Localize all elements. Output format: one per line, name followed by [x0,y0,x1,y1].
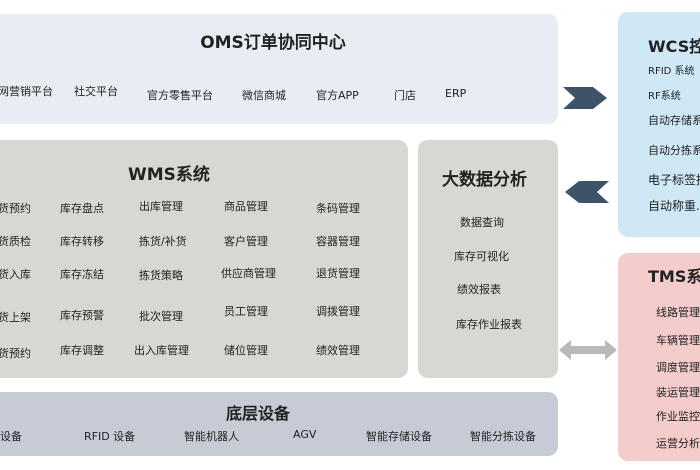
wms-item: 客户管理 [224,235,268,248]
base-item: 智能存储设备 [366,430,432,443]
oms-to-wcs-arrow-icon [563,87,607,109]
wms-item: 库存转移 [60,235,104,248]
tms-item: 运营分析 [656,437,700,450]
wms-item: 调拨管理 [316,305,360,318]
wms-item: 货上架 [0,311,31,324]
wcs-item: 自动存储系 [648,114,700,127]
wms-item: 批次管理 [139,310,183,323]
wcs-item: 电子标签拣 [648,173,700,187]
base-title: 底层设备 [225,404,290,423]
oms-item: 官方APP [316,89,359,102]
base-item: 设备 [0,430,22,443]
bigdata-item: 库存可视化 [454,250,509,263]
oms-item: 社交平台 [74,85,118,98]
bidirectional-arrow-icon [559,340,617,360]
bigdata-item: 数据查询 [460,216,504,229]
base-item: 智能分拣设备 [470,430,536,443]
wcs-panel: WCS控 RFID 系统 RF系统 自动存储系 自动分拣系 电子标签拣 自动称重… [618,12,700,237]
wms-item: 货预约 [0,202,31,215]
wms-item: 商品管理 [224,200,268,213]
oms-item: 门店 [394,89,416,102]
wcs-item: 自动分拣系 [648,144,700,157]
bigdata-item: 绩效报表 [457,283,501,296]
tms-item: 线路管理 [656,306,700,319]
oms-item: ERP [445,87,467,100]
wms-item: 退货管理 [316,267,360,280]
wms-item: 条码管理 [316,202,360,215]
wms-item: 出入库管理 [134,344,189,357]
tms-panel: TMS系 线路管理 车辆管理 调度管理 装运管理 作业监控 运营分析 [618,253,700,461]
base-item: 智能机器人 [184,430,239,443]
wms-title: WMS系统 [128,165,210,185]
wms-item: 拣货/补货 [139,235,187,248]
wms-item: 库存盘点 [60,202,104,215]
oms-item: 微信商城 [242,89,286,102]
wms-item: 货质检 [0,235,31,248]
wcs-title: WCS控 [648,37,700,56]
bigdata-item: 库存作业报表 [456,318,522,331]
oms-panel: OMS订单协同中心 网营销平台 社交平台 官方零售平台 微信商城 官方APP 门… [0,14,558,124]
wms-item: 货入库 [0,268,31,281]
oms-item: 官方零售平台 [147,89,213,102]
wms-item: 库存冻结 [60,268,104,281]
base-panel: 底层设备 设备 RFID 设备 智能机器人 AGV 智能存储设备 智能分拣设备 [0,392,558,456]
tms-item: 装运管理 [656,386,700,399]
tms-item: 作业监控 [656,410,700,423]
oms-item: 网营销平台 [0,85,53,98]
wms-item: 容器管理 [316,235,360,248]
base-item: RFID 设备 [84,430,136,443]
wms-item: 出库管理 [139,200,183,213]
wcs-item: 自动称重... [648,199,700,213]
wms-item: 货预约 [0,347,31,360]
oms-title: OMS订单协同中心 [200,33,346,53]
wms-item: 库存调整 [60,344,104,357]
wms-item: 员工管理 [224,305,268,318]
tms-title: TMS系 [648,267,700,286]
wcs-to-bigdata-arrow-icon [565,181,609,203]
wcs-item: RFID 系统 [648,66,695,77]
wms-panel: WMS系统 货预约 货质检 货入库 货上架 货预约 库存盘点 库存转移 库存冻结… [0,140,408,378]
base-item: AGV [293,428,317,441]
wms-item: 库存预警 [60,309,104,322]
wms-item: 拣货策略 [139,269,183,282]
wms-item: 绩效管理 [316,344,360,357]
bigdata-panel: 大数据分析 数据查询 库存可视化 绩效报表 库存作业报表 [418,140,558,378]
bigdata-title: 大数据分析 [442,170,527,190]
tms-item: 调度管理 [656,361,700,374]
wms-item: 供应商管理 [221,267,276,280]
tms-item: 车辆管理 [656,334,700,347]
wcs-item: RF系统 [648,91,681,102]
wms-item: 储位管理 [224,344,268,357]
